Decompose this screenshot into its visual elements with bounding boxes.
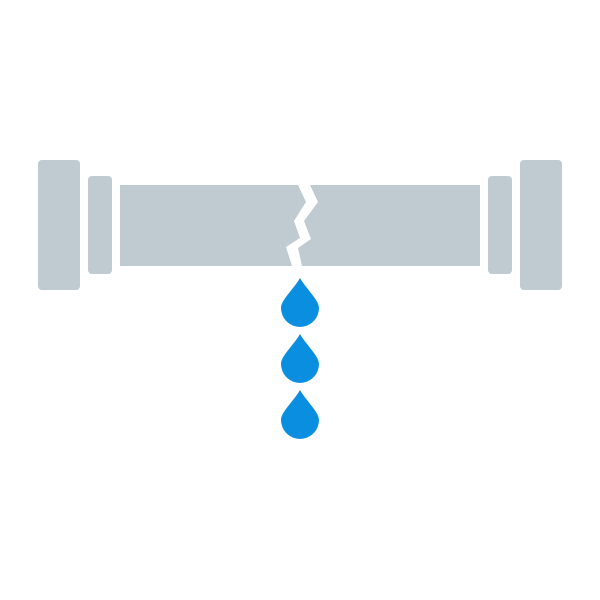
right-outer-flange [520,160,562,290]
water-drop-icon [281,334,319,383]
right-pipe-segment [298,185,480,266]
water-drop-icon [281,278,319,327]
left-outer-flange [38,160,80,290]
water-drops [281,278,319,439]
left-collar [88,176,112,274]
left-pipe-segment [120,185,306,266]
pipe [38,160,562,290]
right-collar [488,176,512,274]
water-drop-icon [281,390,319,439]
